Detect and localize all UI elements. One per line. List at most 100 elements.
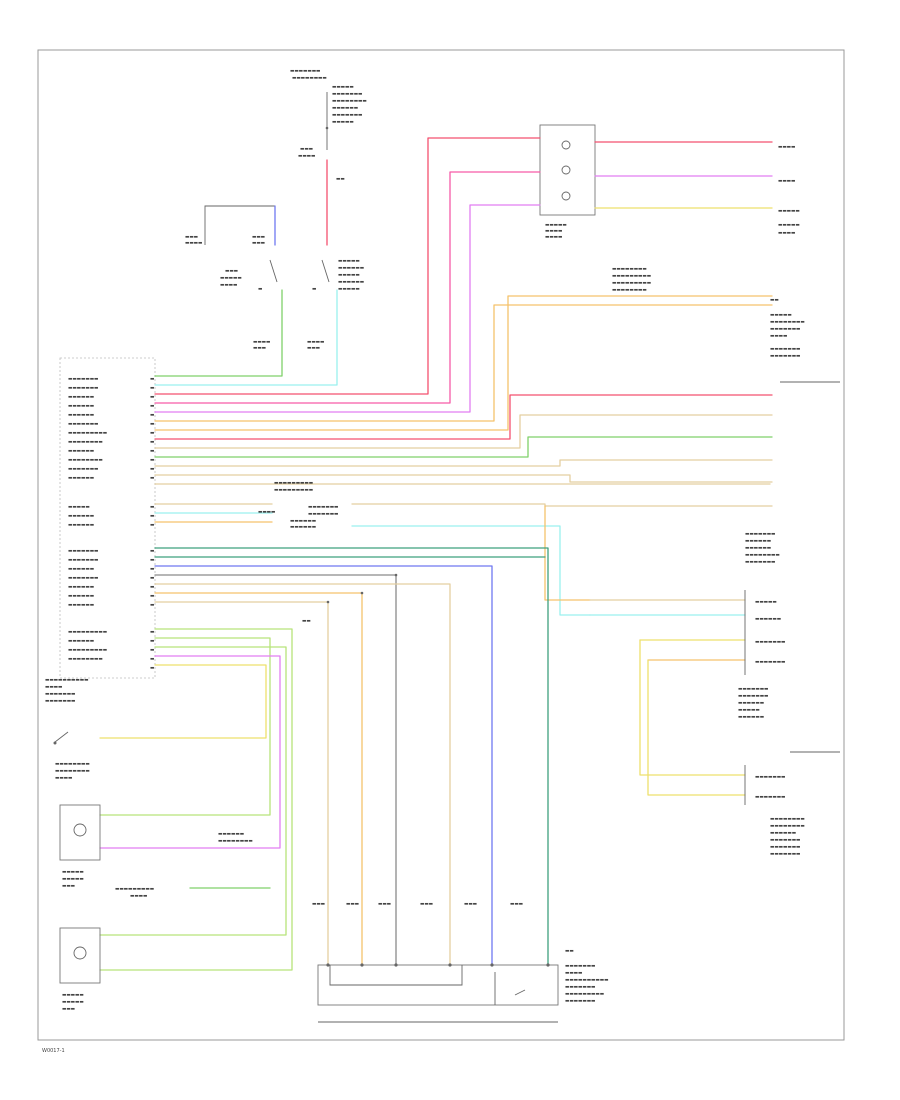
svg-text:▬▬▬▬: ▬▬▬▬ [253,340,270,345]
svg-text:▬▬▬▬▬: ▬▬▬▬▬ [338,259,360,264]
svg-text:▬▬▬▬▬▬▬: ▬▬▬▬▬▬▬ [45,692,75,697]
svg-text:▬▬▬: ▬▬▬ [252,241,265,246]
svg-text:▬▬▬▬▬▬: ▬▬▬▬▬▬ [68,395,94,400]
svg-text:▬▬▬▬▬: ▬▬▬▬▬ [770,313,792,318]
svg-text:▬▬▬▬▬▬▬▬: ▬▬▬▬▬▬▬▬ [292,76,327,81]
svg-text:▬: ▬ [150,413,154,418]
svg-text:▬▬▬: ▬▬▬ [378,902,391,907]
svg-text:▬▬▬▬▬▬: ▬▬▬▬▬▬ [68,603,94,608]
svg-text:▬▬▬▬▬▬▬▬: ▬▬▬▬▬▬▬▬ [55,769,90,774]
svg-text:▬▬▬: ▬▬▬ [252,235,265,240]
svg-text:▬▬▬▬: ▬▬▬▬ [565,971,582,976]
svg-text:▬▬▬▬▬: ▬▬▬▬▬ [62,877,84,882]
svg-text:▬▬▬: ▬▬▬ [253,346,266,351]
svg-text:▬▬▬▬▬▬▬: ▬▬▬▬▬▬▬ [308,505,338,510]
svg-text:▬▬▬▬▬▬▬: ▬▬▬▬▬▬▬ [738,694,768,699]
svg-text:▬▬▬▬▬▬▬: ▬▬▬▬▬▬▬ [755,640,785,645]
svg-text:▬▬▬▬▬▬▬: ▬▬▬▬▬▬▬ [565,985,595,990]
svg-text:▬▬▬▬: ▬▬▬▬ [778,145,795,150]
svg-text:▬▬▬▬▬▬▬: ▬▬▬▬▬▬▬ [770,327,800,332]
svg-text:▬▬▬▬▬: ▬▬▬▬▬ [755,600,777,605]
svg-text:▬▬▬▬: ▬▬▬▬ [298,154,315,159]
svg-text:▬: ▬ [150,630,154,635]
svg-text:▬▬▬▬: ▬▬▬▬ [778,231,795,236]
svg-text:▬▬▬▬▬▬▬▬: ▬▬▬▬▬▬▬▬ [745,553,780,558]
svg-text:▬▬▬▬▬▬: ▬▬▬▬▬▬ [745,539,771,544]
svg-text:▬▬▬▬▬▬▬: ▬▬▬▬▬▬▬ [755,660,785,665]
fuse-block: ▬▬▬▬▬▬▬ ▬▬▬▬▬▬▬▬ ▬▬▬▬▬ ▬▬▬▬▬▬▬ ▬▬▬▬▬▬▬▬ … [290,69,367,182]
right-connector-labels: ▬▬▬▬▬▬▬▬ ▬▬▬▬▬▬▬▬▬ ▬▬▬▬▬▬▬▬▬ ▬▬▬▬▬▬▬▬ ▬▬… [612,267,840,383]
svg-text:▬▬▬▬▬▬: ▬▬▬▬▬▬ [290,519,316,524]
svg-text:▬▬▬: ▬▬▬ [307,346,320,351]
svg-text:▬▬▬▬▬: ▬▬▬▬▬ [332,85,354,90]
svg-text:▬▬▬▬▬▬▬▬: ▬▬▬▬▬▬▬▬ [68,458,103,463]
svg-text:▬▬▬▬▬▬▬▬▬: ▬▬▬▬▬▬▬▬▬ [68,648,107,653]
svg-text:▬▬▬: ▬▬▬ [346,902,359,907]
svg-text:▬▬▬▬▬: ▬▬▬▬▬ [738,708,760,713]
svg-text:▬▬▬▬: ▬▬▬▬ [55,776,72,781]
svg-text:▬: ▬ [150,404,154,409]
svg-text:▬▬▬▬: ▬▬▬▬ [185,241,202,246]
svg-text:▬▬▬▬: ▬▬▬▬ [45,685,62,690]
svg-text:▬▬▬▬▬▬▬▬▬: ▬▬▬▬▬▬▬▬▬ [68,431,107,436]
svg-text:▬: ▬ [150,449,154,454]
svg-text:▬▬▬▬▬▬▬▬: ▬▬▬▬▬▬▬▬ [612,288,647,293]
svg-text:▬▬▬: ▬▬▬ [185,235,198,240]
svg-text:▬: ▬ [150,666,154,671]
svg-text:▬▬▬▬▬▬▬▬▬: ▬▬▬▬▬▬▬▬▬ [612,274,651,279]
svg-text:▬▬▬▬▬▬▬▬: ▬▬▬▬▬▬▬▬ [770,824,805,829]
svg-text:▬▬▬: ▬▬▬ [225,269,238,274]
svg-text:▬▬▬▬▬▬▬: ▬▬▬▬▬▬▬ [332,92,362,97]
svg-text:▬▬▬▬▬▬▬: ▬▬▬▬▬▬▬ [565,999,595,1004]
svg-text:▬▬▬: ▬▬▬ [464,902,477,907]
vertical-wire-tags: ▬▬▬ ▬▬▬ ▬▬▬ ▬▬▬ ▬▬▬ ▬▬▬ [312,902,523,907]
svg-text:▬▬: ▬▬ [302,619,311,624]
svg-text:▬▬▬: ▬▬▬ [510,902,523,907]
svg-text:▬▬▬▬▬▬▬: ▬▬▬▬▬▬▬ [68,558,98,563]
svg-text:▬▬▬▬▬▬: ▬▬▬▬▬▬ [68,404,94,409]
svg-text:▬: ▬ [150,395,154,400]
svg-text:▬: ▬ [312,287,316,292]
svg-text:▬▬▬▬▬▬▬: ▬▬▬▬▬▬▬ [565,964,595,969]
svg-text:▬▬▬▬▬▬▬: ▬▬▬▬▬▬▬ [45,699,75,704]
svg-text:▬▬▬▬▬▬▬▬▬: ▬▬▬▬▬▬▬▬▬ [612,281,651,286]
svg-text:▬: ▬ [150,585,154,590]
svg-text:▬: ▬ [258,287,262,292]
pcm-pin-numbers: ▬▬▬ ▬▬▬ ▬▬▬ ▬▬▬ ▬▬▬ ▬▬▬ ▬▬▬ ▬▬▬ ▬▬▬ [150,377,154,671]
svg-text:▬▬▬: ▬▬▬ [420,902,433,907]
svg-text:▬▬▬▬▬: ▬▬▬▬▬ [332,120,354,125]
svg-text:▬▬▬▬: ▬▬▬▬ [778,179,795,184]
svg-text:▬▬▬▬: ▬▬▬▬ [545,235,562,240]
svg-text:▬▬▬▬▬▬▬: ▬▬▬▬▬▬▬ [68,422,98,427]
transmission-sensors: ▬▬▬▬▬ ▬▬▬▬▬▬ ▬▬▬▬▬▬▬ ▬▬▬▬▬▬▬ ▬▬▬▬▬▬▬ ▬▬▬… [738,532,840,857]
svg-text:▬▬: ▬▬ [770,298,779,303]
svg-text:▬▬▬▬▬▬▬▬▬: ▬▬▬▬▬▬▬▬▬ [565,992,604,997]
svg-text:▬▬▬▬▬▬: ▬▬▬▬▬▬ [218,832,244,837]
svg-text:▬▬▬▬▬▬▬: ▬▬▬▬▬▬▬ [755,795,785,800]
svg-text:▬▬▬▬▬▬▬: ▬▬▬▬▬▬▬ [745,560,775,565]
svg-text:▬: ▬ [150,549,154,554]
svg-text:▬▬▬▬▬▬▬: ▬▬▬▬▬▬▬ [308,512,338,517]
svg-text:▬: ▬ [150,467,154,472]
svg-text:▬▬▬▬▬: ▬▬▬▬▬ [778,223,800,228]
svg-text:▬▬▬▬: ▬▬▬▬ [220,283,237,288]
svg-text:▬▬▬▬▬▬▬▬▬: ▬▬▬▬▬▬▬▬▬ [274,481,313,486]
svg-text:▬▬▬▬▬: ▬▬▬▬▬ [220,276,242,281]
svg-text:▬▬▬▬▬▬▬: ▬▬▬▬▬▬▬ [755,775,785,780]
svg-text:▬▬▬▬▬▬▬: ▬▬▬▬▬▬▬ [68,467,98,472]
svg-text:▬▬▬▬▬▬▬: ▬▬▬▬▬▬▬ [68,549,98,554]
svg-text:▬▬▬▬▬▬▬▬▬▬: ▬▬▬▬▬▬▬▬▬▬ [565,978,608,983]
splice-cluster: ▬▬▬▬ ▬▬▬▬▬▬▬ ▬▬▬▬▬▬▬ ▬▬▬▬▬▬ ▬▬▬▬▬▬ ▬▬ ▬▬… [258,481,398,624]
svg-text:▬: ▬ [150,657,154,662]
svg-text:▬▬▬▬▬▬▬: ▬▬▬▬▬▬▬ [738,687,768,692]
pcm-pin-labels: ▬▬▬▬▬▬▬ ▬▬▬▬▬▬▬ ▬▬▬▬▬▬ ▬▬▬▬▬▬ ▬▬▬▬▬▬ ▬▬▬… [68,377,107,662]
svg-text:▬▬▬▬▬▬▬: ▬▬▬▬▬▬▬ [770,838,800,843]
svg-text:▬: ▬ [150,386,154,391]
svg-text:▬▬▬▬▬▬: ▬▬▬▬▬▬ [68,567,94,572]
svg-text:▬▬▬▬▬: ▬▬▬▬▬ [545,223,567,228]
pcm-connector-outline [59,357,156,679]
svg-text:▬▬▬▬▬▬▬▬▬: ▬▬▬▬▬▬▬▬▬ [115,887,154,892]
svg-text:▬: ▬ [150,422,154,427]
svg-text:▬▬▬▬: ▬▬▬▬ [545,229,562,234]
